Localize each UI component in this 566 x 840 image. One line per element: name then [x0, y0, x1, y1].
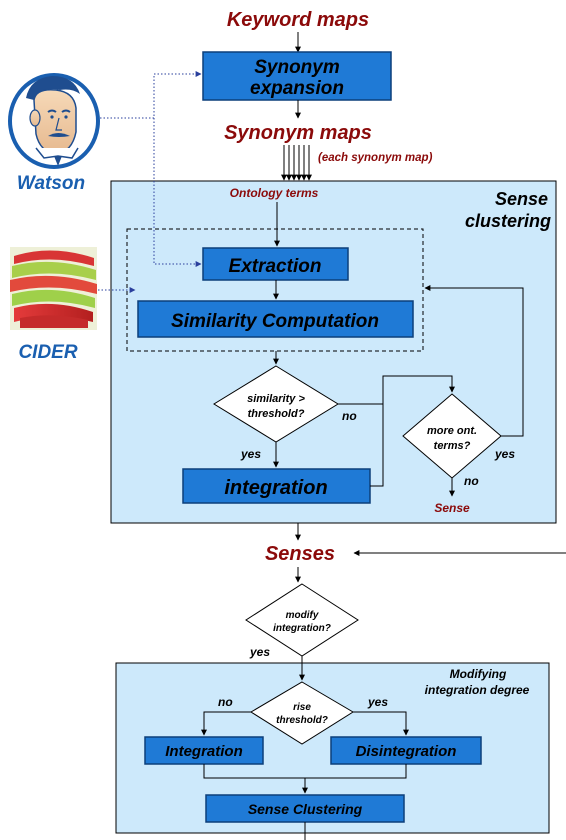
similarity-computation-label: Similarity Computation — [171, 311, 379, 332]
keyword-maps-title: Keyword maps — [227, 9, 369, 31]
disintegration-box[interactable] — [330, 736, 482, 765]
edge-no-more-terms: no — [464, 474, 479, 488]
edge-yes-modify: yes — [249, 645, 270, 659]
integration-label: integration — [224, 477, 327, 499]
integration-box[interactable] — [182, 468, 371, 504]
sense-clustering-title-line1: Sense — [495, 189, 548, 209]
rise-threshold-decision[interactable] — [250, 681, 354, 745]
similarity-decision-line1: similarity > — [247, 393, 305, 405]
extraction-group-frame — [126, 228, 424, 352]
senses-title: Senses — [265, 543, 335, 565]
modifying-title-line2: integration degree — [425, 683, 530, 697]
edge-no-similarity: no — [342, 409, 357, 423]
edge-yes-rise: yes — [367, 695, 388, 709]
more-terms-line2: terms? — [434, 440, 471, 452]
synonym-expansion-label-line2: expansion — [250, 78, 344, 99]
edge-no-rise: no — [218, 695, 233, 709]
watson-face-icon — [8, 73, 100, 169]
each-synonym-map-note: (each synonym map) — [318, 152, 433, 164]
modify-decision-line2: integration? — [273, 623, 331, 634]
watson-label: Watson — [17, 173, 85, 194]
sense-clustering-panel — [110, 180, 557, 524]
extraction-box[interactable] — [202, 247, 349, 281]
cider-label: CIDER — [18, 342, 77, 363]
sense-clustering-box-label: Sense Clustering — [248, 801, 363, 817]
more-terms-line1: more ont. — [427, 425, 477, 437]
synonym-map-arrows — [281, 145, 312, 181]
modifying-title-line1: Modifying — [450, 667, 507, 681]
extraction-label: Extraction — [229, 256, 322, 277]
rise-decision-line2: threshold? — [276, 715, 328, 726]
cider-apple-icon — [10, 247, 97, 330]
disintegration-label: Disintegration — [356, 743, 457, 760]
synonym-expansion-box[interactable] — [202, 51, 392, 101]
synonym-expansion-label-line1: Synonym — [254, 57, 340, 78]
sense-clustering-title-line2: clustering — [465, 211, 551, 231]
edge-yes-more-terms: yes — [494, 447, 515, 461]
similarity-computation-box[interactable] — [137, 300, 414, 338]
sense-output-label: Sense — [434, 501, 470, 515]
modify-decision-line1: modify — [286, 610, 319, 621]
ontology-terms-label: Ontology terms — [230, 186, 319, 200]
edge-yes-similarity: yes — [240, 447, 261, 461]
integration-cap-box[interactable] — [144, 736, 264, 765]
synonym-maps-title: Synonym maps — [224, 122, 372, 144]
similarity-decision-line2: threshold? — [248, 408, 305, 420]
rise-decision-line1: rise — [293, 702, 311, 713]
integration-cap-label: Integration — [165, 743, 243, 760]
sense-clustering-box[interactable] — [205, 794, 405, 823]
